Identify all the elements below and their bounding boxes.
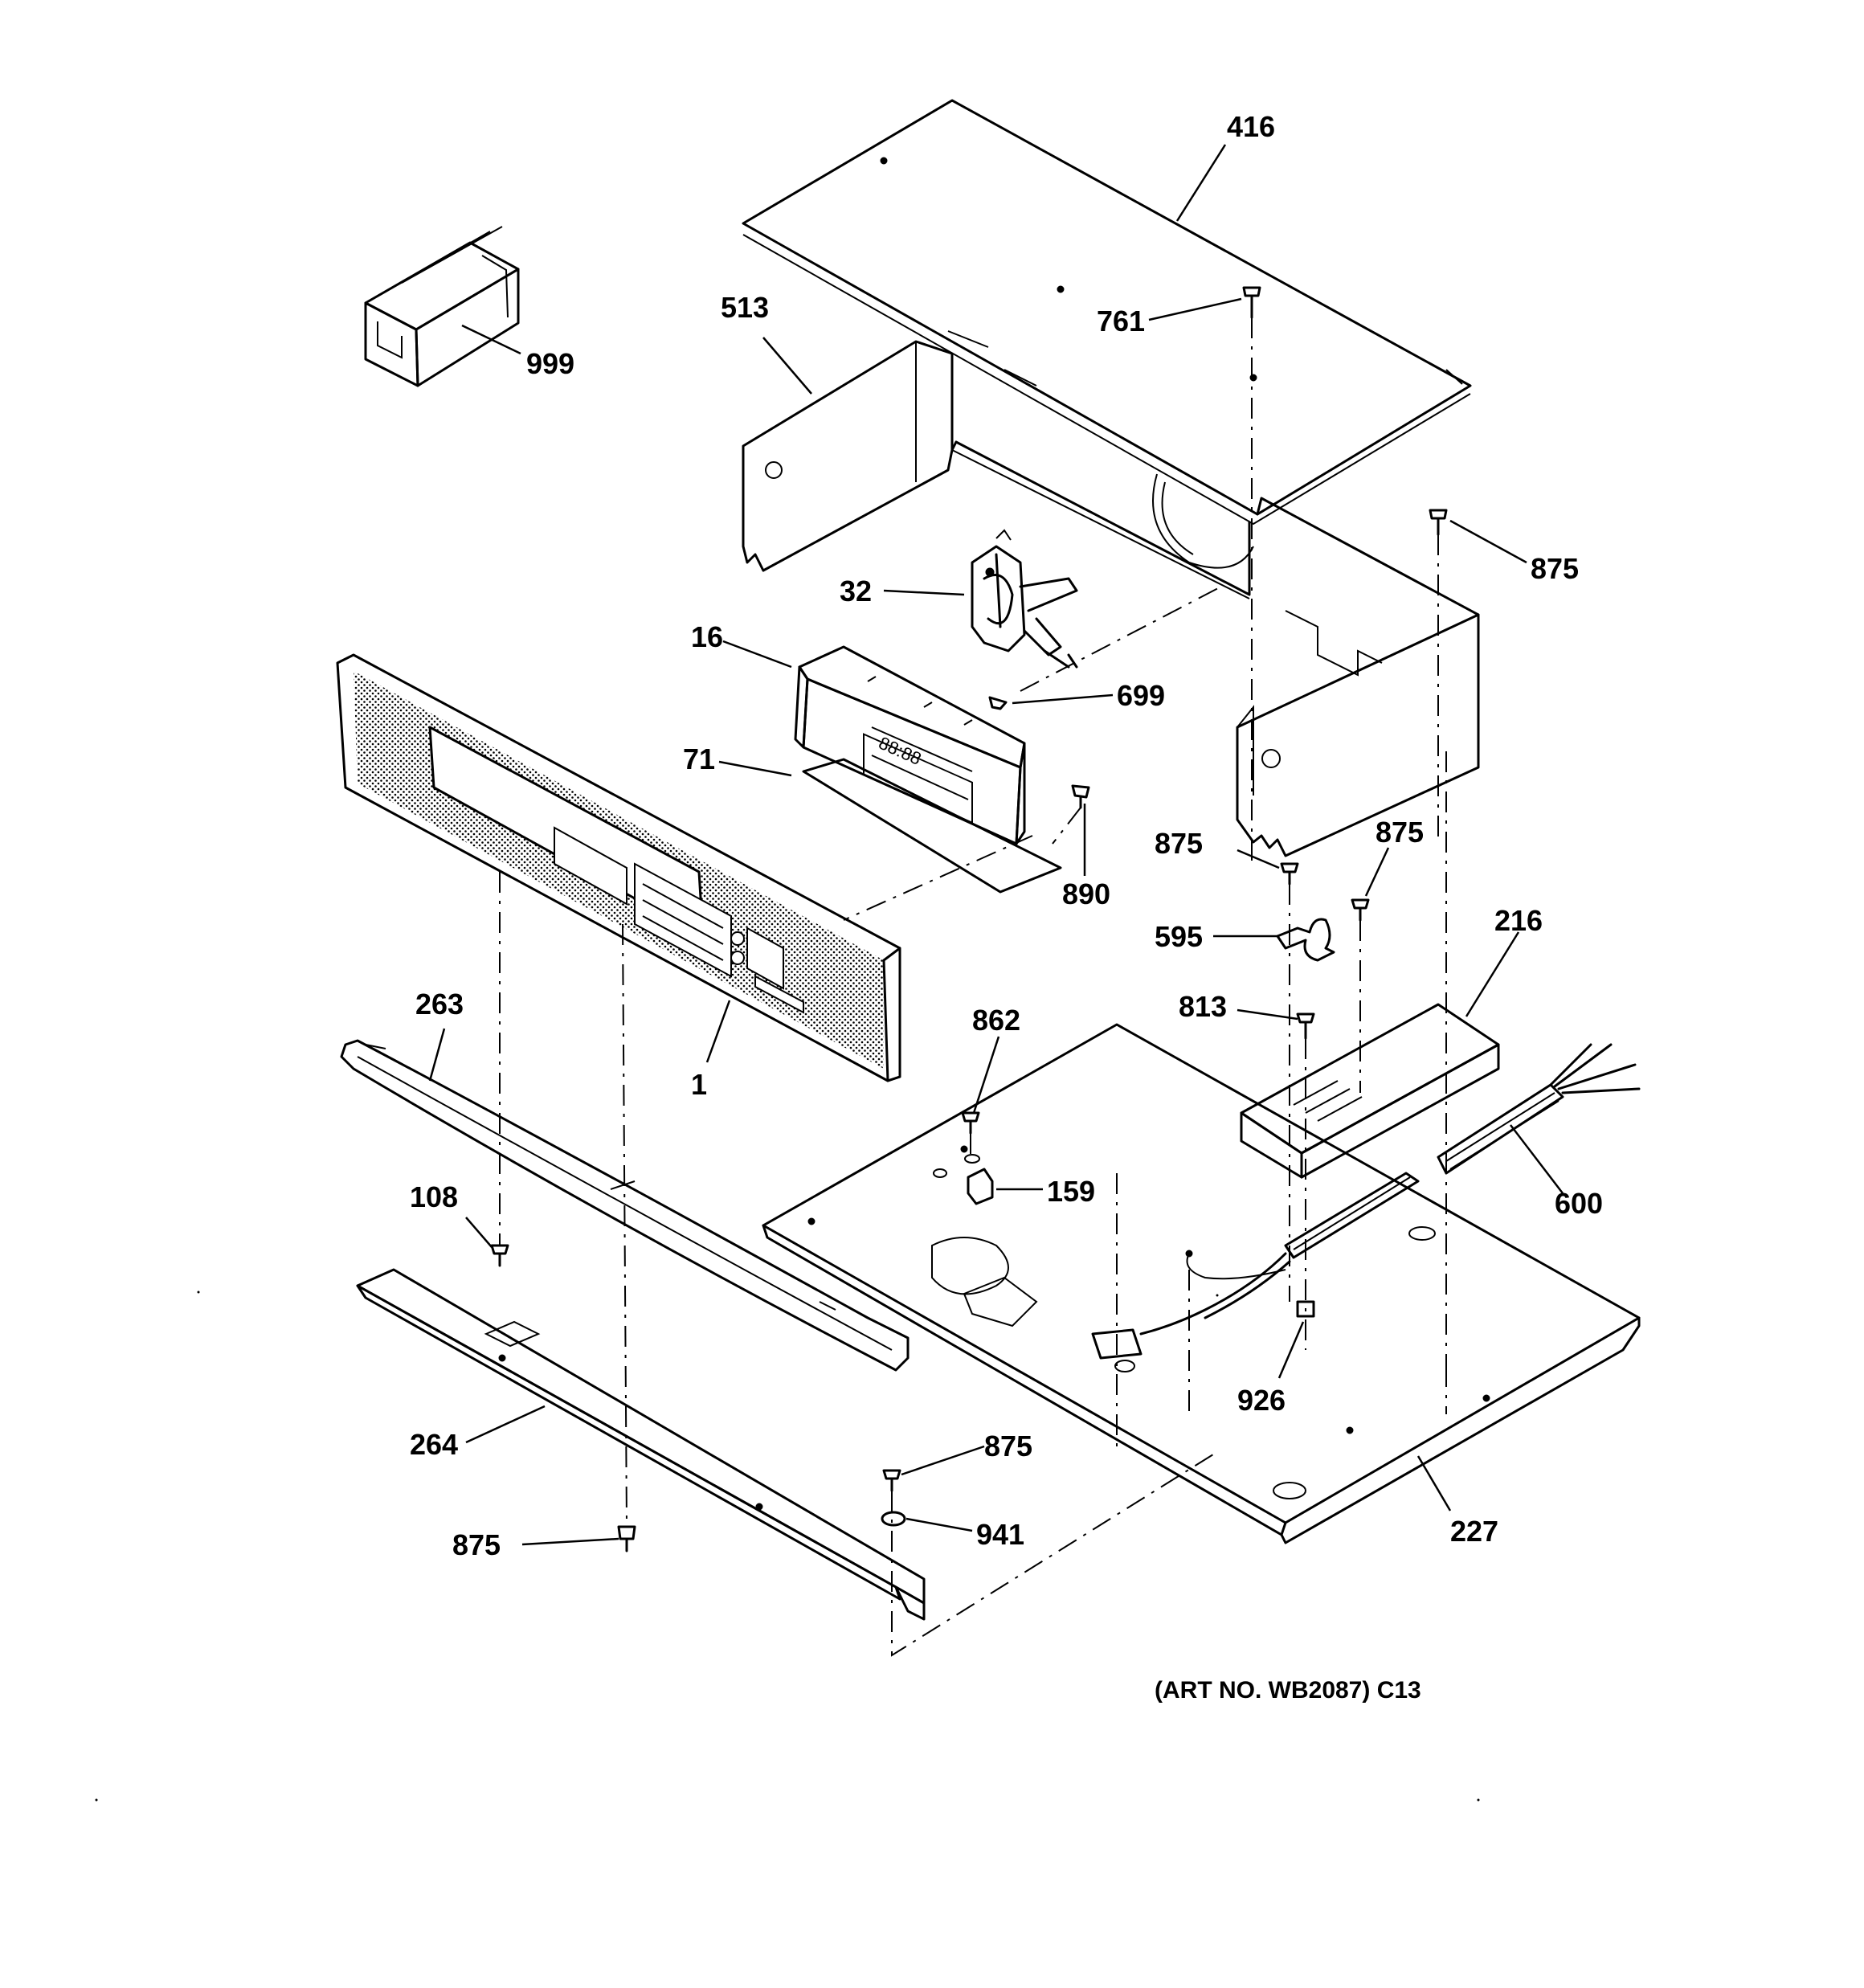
screw-108 [490,1244,509,1267]
control-panel-1 [336,653,901,1082]
bushing-926 [1296,1300,1315,1318]
terminal-cover-216 [1240,1003,1500,1179]
alignment-lines [499,317,1447,1657]
bottom-panel-227 [762,1023,1641,1544]
callout-513: 513 [721,291,769,324]
trim-channel-264 [356,1268,926,1621]
callout-595: 595 [1155,920,1203,953]
wrapper-513 [742,340,1480,857]
callout-813: 813 [1179,990,1227,1023]
screw-890 [1071,784,1090,809]
callout-999: 999 [526,347,574,380]
screw-761 [1242,286,1261,319]
screw-699 [988,696,1008,710]
callout-16: 16 [691,620,723,653]
screw-813 [1296,1012,1315,1040]
electronic-control-16: 88:88 [794,645,1026,845]
clamp-595 [1276,918,1335,962]
callout-862: 862 [972,1004,1020,1037]
screw-875-b [1280,862,1299,886]
callout-71: 71 [683,742,715,775]
callout-875-a: 875 [1531,552,1579,585]
callout-890: 890 [1062,877,1110,910]
insulation-pad-71 [802,758,1062,894]
callout-32: 32 [840,575,872,607]
leader-lines [428,144,1564,1546]
callout-600: 600 [1555,1187,1603,1220]
scan-specks [95,1291,1480,1802]
sensor-159 [933,1154,994,1205]
callout-263: 263 [415,988,464,1021]
callout-875-d: 875 [984,1430,1032,1462]
carton-box-999 [364,226,520,387]
callout-227: 227 [1450,1515,1498,1548]
svg-text:88:88: 88:88 [876,733,924,769]
callout-264: 264 [410,1428,458,1461]
callout-216: 216 [1494,904,1543,937]
screw-875-c [1351,898,1370,922]
fan-motor-32 [971,529,1078,669]
screws [490,286,1448,1552]
callout-875-e: 875 [452,1528,501,1561]
callout-875-b: 875 [1155,827,1203,860]
callout-761: 761 [1097,305,1145,337]
callout-875-c: 875 [1376,816,1424,849]
wiring-harness [1091,1172,1420,1372]
screw-875-d [882,1469,901,1492]
callout-926: 926 [1237,1384,1286,1417]
art-number: (ART NO. WB2087) C13 [1155,1677,1421,1704]
callout-108: 108 [410,1180,458,1213]
callout-699: 699 [1117,679,1165,712]
callout-1: 1 [691,1068,707,1101]
callout-159: 159 [1047,1175,1095,1208]
screw-875-e [617,1525,636,1552]
screw-875-a [1429,509,1448,536]
washer-941 [881,1511,906,1527]
callout-416: 416 [1227,110,1275,143]
screw-862 [961,1111,980,1135]
callout-941: 941 [976,1518,1024,1551]
terminal-block-600 [1437,1043,1641,1175]
callout-labels: 416 513 761 999 875 32 16 699 71 890 875… [410,110,1603,1704]
